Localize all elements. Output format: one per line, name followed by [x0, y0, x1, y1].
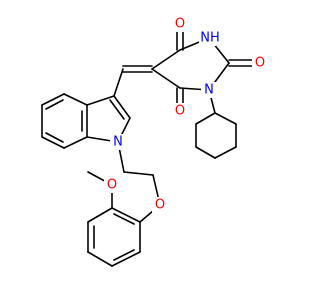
bond-c6-c7-inner — [45, 132, 64, 143]
bond-c4-c5-inner — [45, 99, 64, 110]
atom-label-oxygen: O — [175, 104, 185, 119]
molecule-structure: O NH O N O N O O — [41, 16, 268, 267]
cyclohexyl-ring — [195, 89, 237, 159]
bond-c3a-c3 — [86, 95, 115, 106]
bond-cy-6 — [195, 112, 216, 125]
bond-c3-c2i-a — [113, 95, 131, 119]
bond-ar-1 — [111, 207, 141, 223]
indole-ring — [41, 93, 131, 149]
bond-ar-2 — [87, 207, 113, 223]
bond-c7-c7a — [63, 136, 88, 149]
atom-label-nh: NH — [200, 31, 220, 46]
bond-ar-inner-3 — [113, 249, 135, 261]
atom-labels: O NH O N O N O O — [104, 16, 268, 213]
bond-ch2-ch2 — [123, 171, 154, 176]
bond-c6-c5 — [151, 68, 181, 89]
bond-ch-c3 — [113, 68, 124, 97]
atom-label-oxygen: O — [175, 17, 185, 32]
methylidene-bridge — [113, 65, 153, 97]
ethyl-linker — [117, 141, 161, 206]
bond-ar-inner-1 — [113, 213, 135, 225]
bond-cy-3 — [214, 146, 237, 159]
bond-c4-c5 — [41, 93, 65, 106]
methoxyphenyl-ring — [87, 171, 161, 267]
bond-c3-c2i-b — [109, 99, 125, 120]
atom-label-oxygen: O — [255, 56, 265, 71]
atom-label-nitrogen: N — [204, 83, 214, 98]
atom-label-oxygen: O — [107, 178, 117, 193]
bond-cy-4 — [195, 146, 216, 159]
atom-label-oxygen: O — [155, 198, 165, 213]
bond-c3a-c4 — [63, 93, 88, 106]
bond-c6-c7 — [41, 136, 65, 149]
bond-cy-1 — [214, 112, 237, 125]
bond-c5-c4 — [151, 49, 181, 70]
atom-label-nitrogen: N — [113, 135, 123, 150]
bond-ar-4 — [87, 251, 113, 267]
bond-ar-5 — [111, 251, 141, 267]
